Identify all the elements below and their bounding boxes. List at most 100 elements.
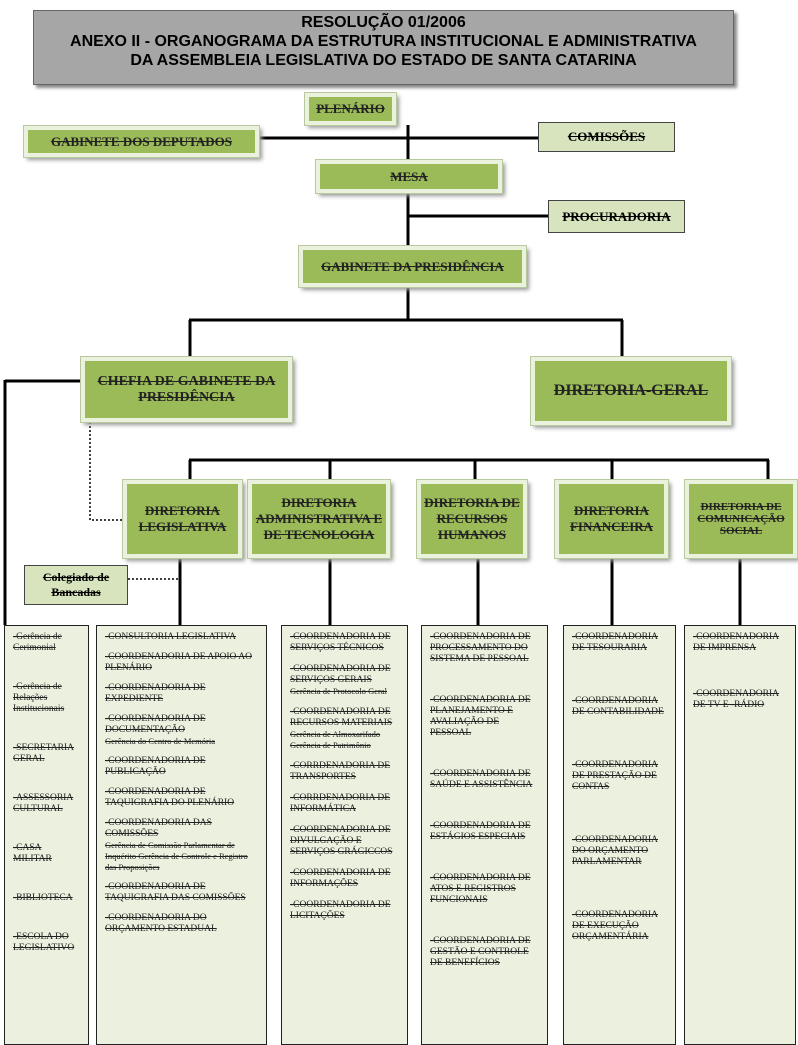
node-label: CHEFIA DE GABINETE DA PRESIDÊNCIA (97, 373, 276, 405)
org-unit-item: -SECRETARIA GERAL (13, 743, 80, 765)
column-administrativa: -COORDENADORIA DE SERVIÇOS TÉCNICOS -COOR… (281, 625, 408, 1045)
node-label: DIRETORIA DE COMUNICAÇÃO SOCIAL (697, 501, 785, 537)
node-diretoria-financeira: DIRETORIA FINANCEIRA (554, 479, 669, 559)
node-diretoria-comunicacao: DIRETORIA DE COMUNICAÇÃO SOCIAL (684, 479, 798, 559)
node-label: Colegiado de Bancadas (42, 570, 110, 599)
title-line-1: RESOLUÇÃO 01/2006 (301, 14, 466, 31)
org-unit-item: -COORDENADORIA DE PROCESSAMENTO DO SISTE… (430, 632, 539, 665)
node-label: COMISSÕES (567, 129, 646, 144)
org-unit-name: -COORDENADORIA DE DIVULGAÇÃO E SERVIÇOS … (290, 825, 393, 857)
org-unit-item: -Gerência de Cerimonial (13, 632, 80, 654)
node-label: DIRETORIA LEGISLATIVA (138, 503, 227, 534)
node-chefia-gabinete: CHEFIA DE GABINETE DA PRESIDÊNCIA (80, 356, 293, 423)
org-unit-name: -COORDENADORIA DE TV E -RÁDIO (693, 689, 780, 710)
org-unit-item: -COORDENADORIA DE INFORMAÇÕES (290, 868, 399, 890)
org-unit-item: -COORDENADORIA DO ORÇAMENTO ESTADUAL (105, 913, 258, 935)
node-label: DIRETORIA DE RECURSOS HUMANOS (424, 495, 520, 542)
org-unit-item: -COORDENADORIA DE LICITAÇÕES (290, 900, 399, 922)
org-unit-name: -CONSULTORIA LEGISLATIVA (105, 632, 236, 642)
node-label: GABINETE DOS DEPUTADOS (50, 133, 233, 149)
title-line-3: DA ASSEMBLEIA LEGISLATIVA DO ESTADO DE S… (130, 52, 637, 69)
org-unit-item: -COORDENADORIA DE TV E -RÁDIO (693, 689, 787, 711)
org-subunit-name: Gerência do Centro de Memória (105, 736, 215, 746)
org-unit-name: -COORDENADORIA DE SERVIÇOS GERAIS (290, 664, 391, 685)
org-unit-item: -CASA MILITAR (13, 843, 80, 865)
org-unit-item: -COORDENADORIA DE PLANEJAMENTO E AVALIAÇ… (430, 695, 539, 739)
org-unit-name: -COORDENADORIA DE APOIO AO PLENÁRIO (105, 652, 252, 673)
org-unit-item: -COORDENADORIA DE ESTÁGIOS ESPECIAIS (430, 821, 539, 843)
node-gabinete-presidencia: GABINETE DA PRESIDÊNCIA (298, 245, 527, 288)
node-gabinete-deputados: GABINETE DOS DEPUTADOS (23, 125, 260, 158)
org-unit-name: -SECRETARIA GERAL (13, 743, 74, 764)
column-financeira: -COORDENADORIA DE TESOURARIA -COORDENADOR… (563, 625, 676, 1045)
org-unit-name: -CASA MILITAR (13, 843, 52, 864)
org-unit-name: -COORDENADORIA DE EXPEDIENTE (105, 683, 206, 704)
org-unit-name: -COORDENADORIA DE RECURSOS MATERIAIS (290, 707, 393, 728)
org-subunit-name: Gerência de Protocolo Geral (290, 686, 387, 696)
org-unit-item: -CORRDENADORIA DE TRANSPORTES (290, 761, 399, 783)
node-plenario: PLENÁRIO (304, 92, 397, 126)
org-unit-name: -COORDENADORIA DE LICITAÇÕES (290, 900, 391, 921)
node-diretoria-geral: DIRETORIA-GERAL (530, 356, 732, 426)
chart-title: RESOLUÇÃO 01/2006 ANEXO II - ORGANOGRAMA… (33, 10, 734, 85)
node-mesa: MESA (315, 159, 503, 194)
node-colegiado-bancadas: Colegiado de Bancadas (24, 565, 128, 605)
org-unit-item: -COORDENADORIA DE ATOS E REGISTROS FUNCI… (430, 873, 539, 906)
org-unit-name: -COORDENADORIA DE GESTÃO E CONTROLE DE B… (430, 936, 531, 968)
org-unit-name: -CORRDENADORIA DE TRANSPORTES (290, 761, 391, 782)
org-unit-name: -COORDENADORIA DE ATOS E REGISTROS FUNCI… (430, 873, 531, 905)
org-subunit-name: Gerência de Almoxarifado Gerência de Pat… (290, 729, 381, 750)
node-label: PLENÁRIO (316, 101, 385, 116)
org-unit-item: -COORDENADORIA DE EXPEDIENTE (105, 683, 258, 705)
org-unit-name: -COORDENADORIA DE TAQUIGRAFIA DO PLENÁRI… (105, 787, 235, 808)
org-unit-item: -COORDENADORIA DE SAÚDE E ASSISTÊNCIA (430, 769, 539, 791)
org-unit-item: -BIBLIOTECA (13, 893, 80, 904)
node-diretoria-rh: DIRETORIA DE RECURSOS HUMANOS (416, 479, 528, 559)
node-procuradoria: PROCURADORIA (548, 200, 685, 233)
node-comissoes: COMISSÕES (538, 122, 675, 152)
org-unit-name: -COORDENADORIA DE ESTÁGIOS ESPECIAIS (430, 821, 531, 842)
org-unit-name: -COORDENADORIA DE CONTABILIDADE (572, 696, 664, 717)
org-unit-item: -COORDENADORIA DE PUBLICAÇÃO (105, 756, 258, 778)
org-unit-item: -COORDENADORIA DE DIVULGAÇÃO E SERVIÇOS … (290, 825, 399, 858)
org-unit-item: -CORRDENADORIA DE INFORMÁTICA (290, 793, 399, 815)
org-unit-item: -COORDENADORIA DE EXECUÇÃO ORÇAMENTÁRIA (572, 910, 667, 943)
org-unit-item: -COORDENADORIA DE TAQUIGRAFIA DO PLENÁRI… (105, 787, 258, 809)
org-unit-name: -COORDENADORIA DE EXECUÇÃO ORÇAMENTÁRIA (572, 910, 659, 942)
node-label: DIRETORIA ADMINISTRATIVA E DE TECNOLOGIA (255, 495, 383, 542)
column-comunicacao: -COORDENADORIA DE IMPRENSA -COORDENADORIA… (684, 625, 796, 1045)
org-unit-item: -ASSESSORIA CULTURAL (13, 793, 80, 815)
org-unit-name: -COORDENADORIA DE SAÚDE E ASSISTÊNCIA (430, 769, 533, 790)
org-unit-name: -COORDENADORIA DE TESOURARIA (572, 632, 659, 653)
org-unit-name: -Gerência de Cerimonial (13, 632, 62, 653)
title-line-2: ANEXO II - ORGANOGRAMA DA ESTRUTURA INST… (70, 33, 697, 50)
org-unit-item: -COORDENADORIA DE IMPRENSA (693, 632, 787, 654)
org-unit-item: -CONSULTORIA LEGISLATIVA (105, 632, 258, 643)
node-diretoria-administrativa: DIRETORIA ADMINISTRATIVA E DE TECNOLOGIA (247, 479, 391, 559)
column-rh: -COORDENADORIA DE PROCESSAMENTO DO SISTE… (421, 625, 548, 1045)
org-unit-name: -COORDENADORIA DE PLANEJAMENTO E AVALIAÇ… (430, 695, 531, 738)
org-unit-name: -COORDENADORIA DE DOCUMENTAÇÃO (105, 714, 206, 735)
org-unit-name: -COORDENADORIA DE IMPRENSA (693, 632, 780, 653)
org-unit-name: -COORDENADORIA DO ORÇAMENTO ESTADUAL (105, 913, 217, 934)
column-legislativa: -CONSULTORIA LEGISLATIVA -COORDENADORIA D… (96, 625, 267, 1045)
org-unit-name: -COORDENADORIA DAS COMISSÕES (105, 818, 212, 839)
org-unit-item: -COORDENADORIA DE PRESTAÇÃO DE CONTAS (572, 760, 667, 793)
org-unit-item: -Gerência de Relações Institucionais (13, 682, 80, 715)
org-unit-name: -COORDENADORIA DE SERVIÇOS TÉCNICOS (290, 632, 391, 653)
org-unit-item: -COORDENADORIA DO ORÇAMENTO PARLAMENTAR (572, 835, 667, 868)
org-unit-name: -BIBLIOTECA (13, 893, 73, 903)
node-label: GABINETE DA PRESIDÊNCIA (321, 258, 504, 274)
org-unit-item: -ESCOLA DO LEGISLATIVO (13, 932, 80, 954)
org-unit-name: -COORDENADORIA DO ORÇAMENTO PARLAMENTAR (572, 835, 659, 867)
org-unit-item: -COORDENADORIA DE CONTABILIDADE (572, 696, 667, 718)
node-label: MESA (390, 168, 428, 184)
org-unit-name: -COORDENADORIA DE PROCESSAMENTO DO SISTE… (430, 632, 531, 664)
node-diretoria-legislativa: DIRETORIA LEGISLATIVA (122, 479, 243, 559)
org-unit-item: -COORDENADORIA DE TESOURARIA (572, 632, 667, 654)
org-unit-name: -Gerência de Relações Institucionais (13, 682, 65, 714)
